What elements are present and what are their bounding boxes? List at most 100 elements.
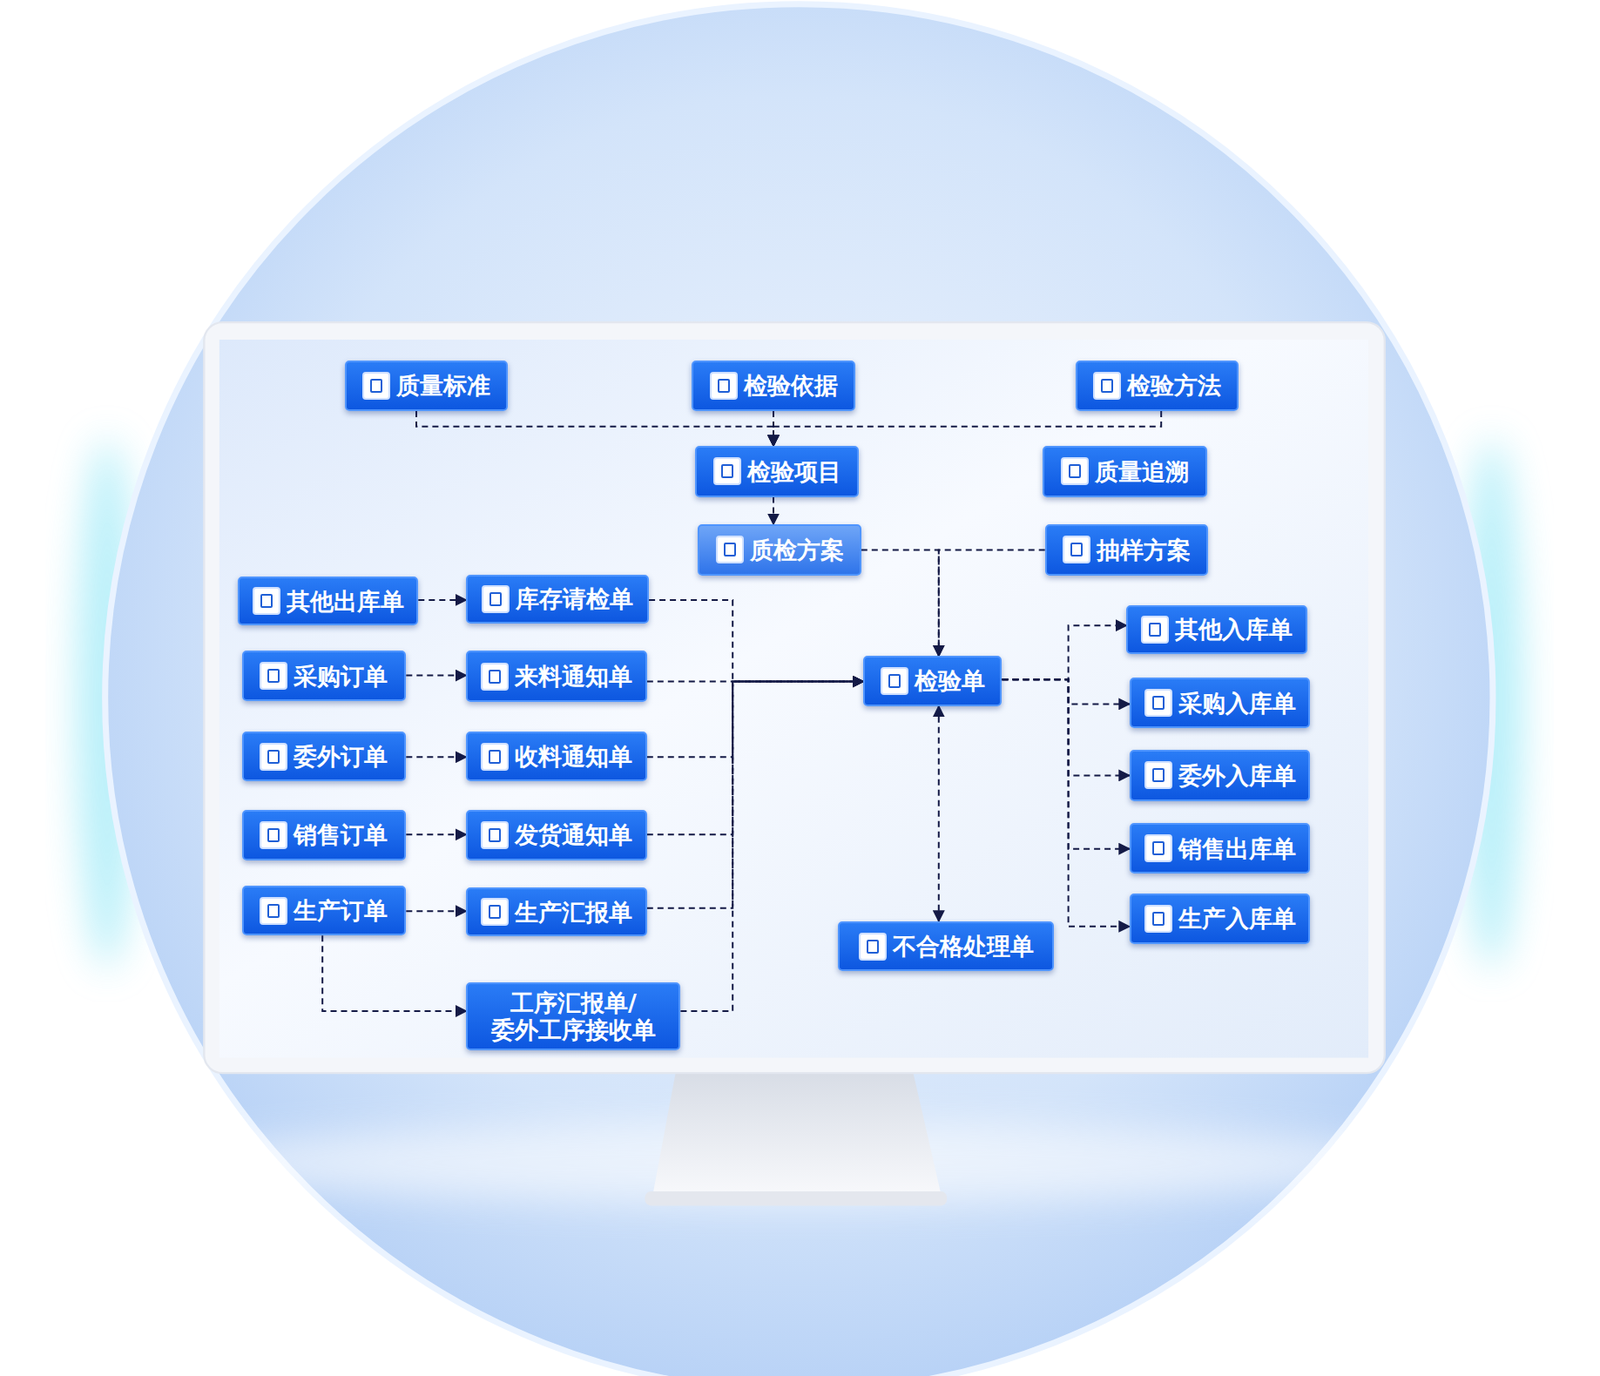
icon-glyph [1100, 378, 1114, 393]
icon-glyph [866, 939, 879, 954]
icon-glyph [267, 828, 280, 843]
box-label: 销售出库单 [1178, 835, 1297, 863]
process-box: 发货通知单 [465, 810, 647, 860]
box-label: 其他出库单 [286, 587, 405, 615]
box-label: 质检方案 [749, 536, 844, 564]
icon-glyph [489, 592, 502, 607]
process-box: 库存请检单 [465, 574, 649, 624]
icon-glyph [717, 378, 730, 393]
process-box: 采购订单 [242, 650, 407, 701]
box-icon [1093, 371, 1121, 400]
dashed-connector [1002, 679, 1130, 927]
dashed-connector [938, 550, 1046, 657]
box-icon [259, 742, 288, 771]
box-label: 生产汇报单 [514, 898, 633, 926]
process-box: 销售出库单 [1129, 823, 1310, 873]
process-box: 检验项目 [695, 445, 860, 498]
dashed-connector [647, 681, 864, 758]
box-icon [259, 661, 288, 690]
box-icon [713, 457, 742, 486]
dashed-connector [680, 681, 864, 1012]
process-box: 收料通知单 [465, 731, 647, 782]
box-label: 来料通知单 [514, 662, 633, 690]
icon-glyph [1152, 695, 1165, 710]
dashed-connector [1002, 679, 1130, 776]
box-icon [1060, 457, 1089, 486]
dashed-connector [1002, 625, 1128, 680]
icon-glyph [370, 378, 383, 393]
process-box: 质量标准 [344, 360, 508, 412]
monitor-stand [653, 1073, 941, 1194]
icon-glyph [1152, 841, 1165, 856]
process-box: 生产入库单 [1129, 893, 1310, 944]
box-icon [1144, 761, 1173, 790]
box-icon [252, 587, 281, 615]
box-label: 发货通知单 [514, 821, 633, 849]
icon-glyph [488, 669, 501, 684]
box-icon [481, 585, 510, 614]
box-icon [858, 932, 887, 961]
dashed-connector [772, 497, 775, 526]
box-label: 采购入库单 [1178, 689, 1297, 717]
dashed-connector [861, 550, 939, 657]
process-box: 生产汇报单 [465, 887, 647, 937]
dashed-connector [405, 756, 466, 758]
dashed-connector [647, 681, 864, 836]
process-box: 其他出库单 [237, 576, 419, 626]
box-icon [480, 662, 509, 691]
process-box: 质量追溯 [1042, 445, 1208, 498]
icon-glyph [1152, 911, 1165, 926]
background-circle [105, 4, 1493, 1376]
box-icon [709, 371, 738, 400]
process-box: 委外订单 [242, 731, 407, 782]
dashed-connector [772, 411, 775, 446]
process-box: 检验单 [863, 655, 1002, 706]
icon-glyph [1068, 464, 1081, 479]
icon-glyph [721, 464, 734, 479]
process-box: 检验方法 [1075, 360, 1239, 412]
box-label: 库存请检单 [515, 585, 634, 613]
box-label: 不合格处理单 [892, 932, 1034, 960]
process-box: 抽样方案 [1045, 524, 1209, 576]
box-label: 收料通知单 [514, 742, 633, 770]
icon-glyph [488, 749, 501, 764]
icon-glyph [267, 904, 280, 919]
box-label: 检验方法 [1127, 371, 1222, 399]
process-box: 来料通知单 [465, 650, 647, 703]
dashed-connector [405, 833, 466, 836]
dashed-connector [1002, 679, 1130, 704]
icon-glyph [1148, 622, 1162, 637]
icon-glyph [1152, 768, 1165, 783]
dashed-connector [648, 600, 864, 682]
dashed-connector [1002, 679, 1130, 849]
box-label: 检验依据 [743, 371, 838, 399]
icon-glyph [1070, 542, 1083, 557]
box-label: 生产订单 [293, 897, 388, 925]
box-icon [1062, 535, 1091, 564]
box-label: 抽样方案 [1096, 536, 1191, 564]
box-label: 检验单 [914, 667, 986, 695]
monitor-screen [219, 339, 1369, 1059]
box-icon [1144, 688, 1173, 717]
box-label: 工序汇报单/ 委外工序接收单 [476, 989, 670, 1044]
box-label: 委外订单 [293, 742, 388, 770]
box-icon [259, 821, 288, 850]
process-box: 销售订单 [242, 810, 407, 860]
icon-glyph [267, 668, 280, 683]
box-label: 其他入库单 [1174, 615, 1293, 643]
process-box: 其他入库单 [1126, 605, 1307, 655]
dashed-connector [405, 910, 466, 912]
monitor-base [644, 1191, 947, 1206]
icon-glyph [723, 542, 736, 557]
icon-glyph [267, 749, 280, 764]
box-icon [715, 535, 744, 564]
dashed-connector [322, 935, 466, 1012]
icon-glyph [260, 594, 273, 608]
box-icon [480, 897, 509, 926]
box-label: 质量标准 [396, 371, 491, 399]
box-icon [1144, 904, 1173, 933]
box-label: 质量追溯 [1094, 458, 1189, 486]
